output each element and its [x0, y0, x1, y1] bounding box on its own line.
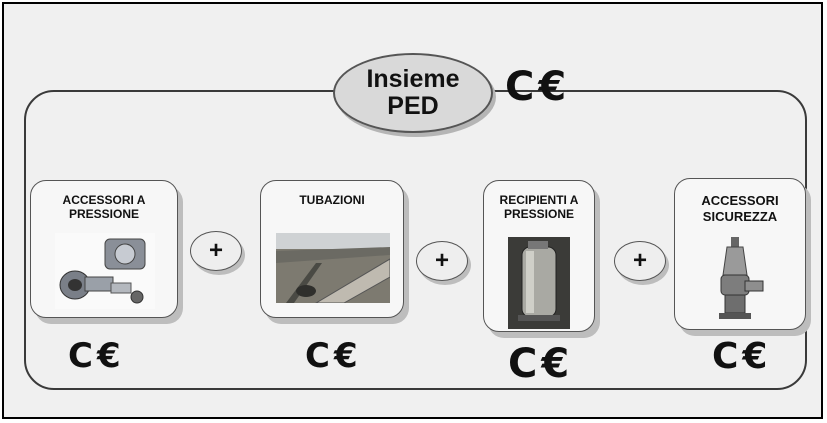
box-tubazioni: TUBAZIONI [260, 180, 404, 318]
plus-sign-3: + [614, 241, 666, 281]
recipienti-pressione-image [508, 237, 570, 329]
accessori-pressione-image [55, 233, 155, 309]
accessori-sicurezza-image [705, 235, 767, 325]
ce-mark-1: C€ [68, 336, 121, 376]
title-line-2: PED [387, 92, 439, 120]
plus-sign-1: + [190, 231, 242, 271]
box-label: TUBAZIONI [299, 193, 365, 207]
title-ellipse: Insieme PED [333, 53, 493, 133]
ce-mark-3: C€ [508, 341, 570, 387]
title-line-1: Insieme [366, 64, 460, 93]
plus-sign-2: + [416, 241, 468, 281]
ce-mark-title: C€ [505, 64, 567, 110]
ce-mark-2: C€ [305, 336, 358, 376]
ce-mark-4: C€ [712, 336, 768, 377]
tubazioni-image [276, 233, 390, 303]
